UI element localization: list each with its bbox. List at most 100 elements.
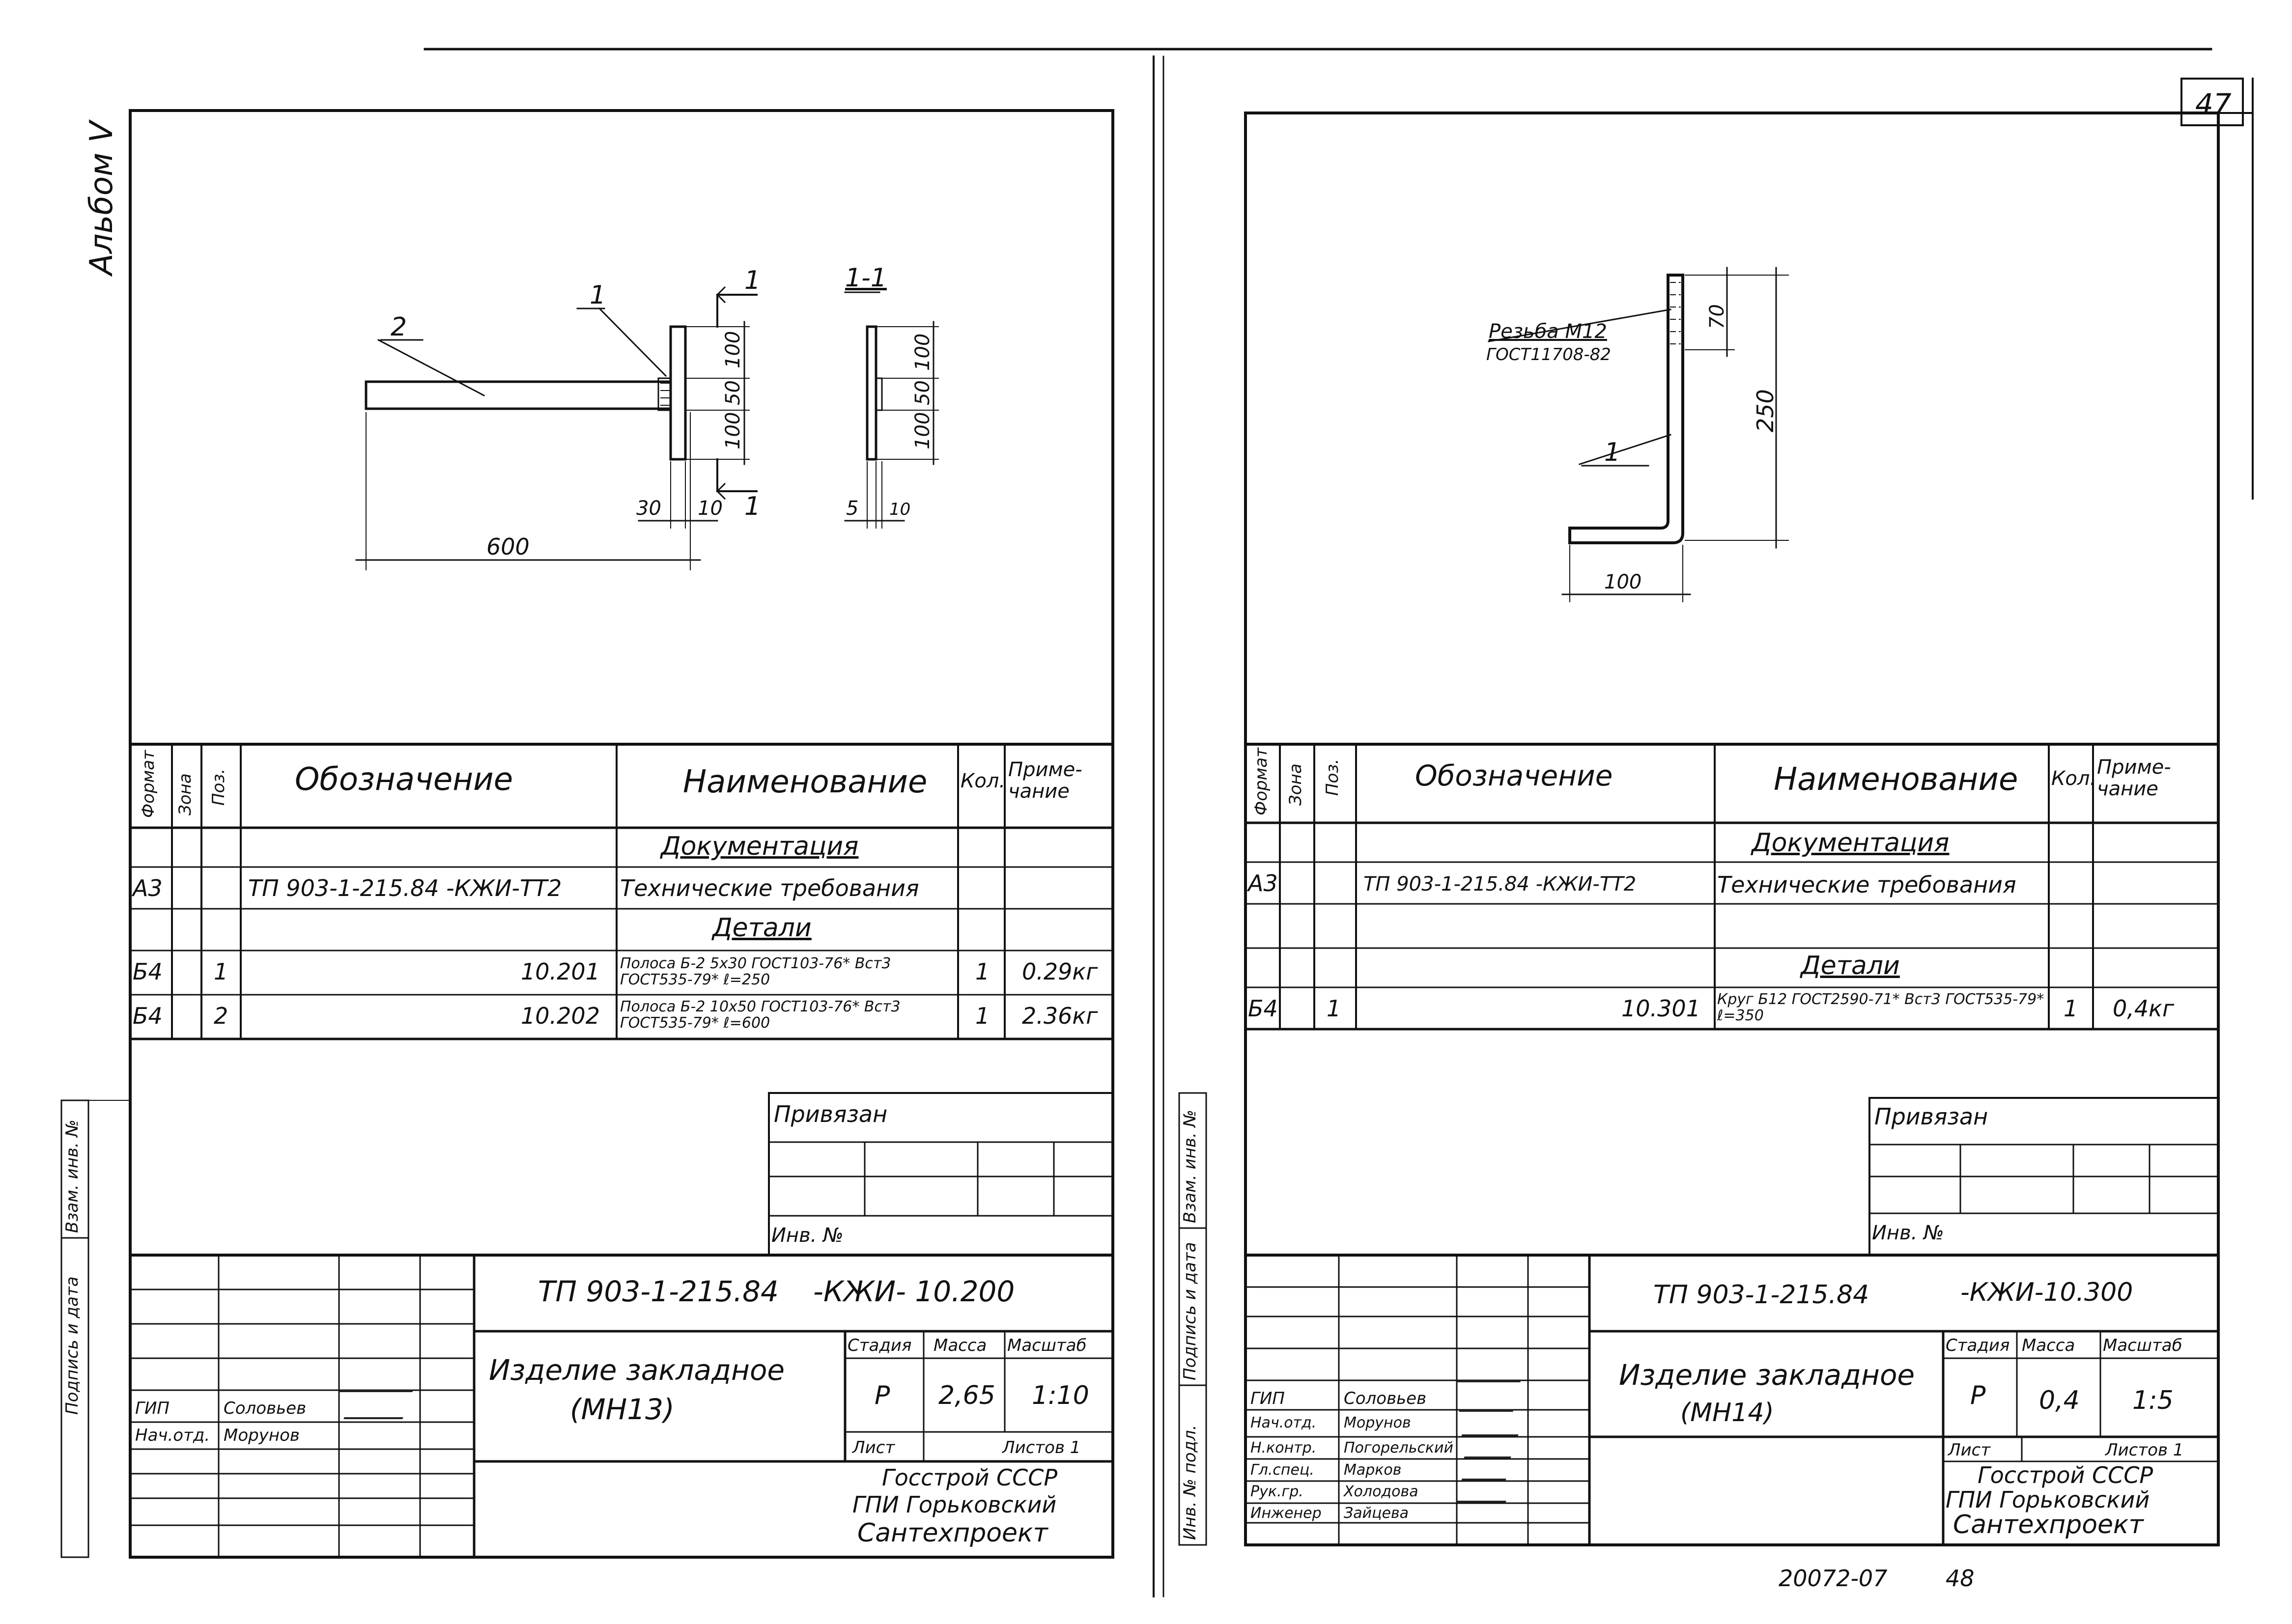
album-label: Альбом V bbox=[84, 121, 120, 275]
left-section-mark-top: 1 bbox=[744, 266, 761, 295]
signature-mark bbox=[1459, 1410, 1514, 1412]
left-row1-name: Документация bbox=[661, 832, 859, 861]
dim-100: 100 bbox=[1604, 571, 1642, 593]
col-format: Формат bbox=[139, 750, 158, 818]
col-name: Наименование bbox=[683, 764, 928, 800]
left-section-title: 1-1 bbox=[845, 263, 887, 293]
right-row1-name: Документация bbox=[1752, 828, 1950, 858]
left-row4-pos: 1 bbox=[214, 958, 228, 985]
r-col-qty: Кол. bbox=[2051, 767, 2096, 790]
page-number: 47 bbox=[2195, 87, 2232, 121]
signature-mark bbox=[343, 1417, 403, 1419]
col-zone: Зона bbox=[175, 773, 195, 815]
dim-thick2: 10 bbox=[698, 497, 723, 520]
right-stamp-replace: Взам. инв. № bbox=[1180, 1110, 1200, 1223]
bottom-code: 20072-07 bbox=[1779, 1565, 1888, 1592]
r-col-zone: Зона bbox=[1286, 763, 1305, 806]
r-col-format: Формат bbox=[1251, 748, 1271, 815]
signature-mark bbox=[1464, 1456, 1511, 1458]
r-col-name: Наименование bbox=[1774, 761, 2018, 798]
right-doc-suffix: -КЖИ-10.300 bbox=[1960, 1278, 2133, 1307]
left-row2-designation: ТП 903-1-215.84 -КЖИ-ТТ2 bbox=[248, 875, 562, 901]
right-row5-name: Круг Б12 ГОСТ2590-71* Вст3 ГОСТ535-79* ℓ… bbox=[1717, 991, 2044, 1024]
left-stamp-replace: Взам. инв. № bbox=[62, 1120, 82, 1233]
dim-s-top: 100 bbox=[911, 333, 934, 371]
signature-mark bbox=[1456, 1380, 1521, 1382]
dim-70: 70 bbox=[1706, 304, 1728, 329]
left-frame bbox=[129, 109, 1114, 1559]
right-row4-name: Детали bbox=[1801, 951, 1900, 980]
left-inv: Инв. № bbox=[771, 1224, 844, 1247]
left-row2-format: А3 bbox=[133, 875, 163, 901]
right-sheet-h: Лист bbox=[1948, 1440, 1991, 1460]
left-row4-format: Б4 bbox=[133, 958, 163, 985]
dim-s-mid: 50 bbox=[911, 380, 934, 405]
right-stage: Р bbox=[1970, 1381, 1986, 1410]
left-role-1: Нач.отд. bbox=[135, 1426, 210, 1445]
left-row3-name: Детали bbox=[712, 913, 812, 943]
left-row5-format: Б4 bbox=[133, 1003, 163, 1029]
right-frame bbox=[1244, 112, 2220, 1546]
left-sheets-h: Листов 1 bbox=[1002, 1438, 1081, 1457]
left-org1: Госстрой СССР bbox=[882, 1464, 1058, 1491]
left-org3: Сантехпроект bbox=[857, 1518, 1048, 1548]
right-row2-format: А3 bbox=[1248, 870, 1278, 896]
right-role-5: Инженер bbox=[1250, 1505, 1322, 1522]
left-scale-h: Масштаб bbox=[1007, 1336, 1087, 1355]
right-row5-designation: 10.301 bbox=[1621, 995, 1700, 1022]
right-role-4: Рук.гр. bbox=[1250, 1483, 1303, 1500]
dim-250: 250 bbox=[1752, 389, 1779, 432]
right-part1-label: 1 bbox=[1604, 438, 1621, 467]
left-doc-code: ТП 903-1-215.84 bbox=[538, 1275, 779, 1308]
left-doc-suffix: -КЖИ- 10.200 bbox=[813, 1275, 1015, 1308]
left-mass-h: Масса bbox=[934, 1336, 987, 1355]
r-col-pos: Поз. bbox=[1323, 758, 1342, 796]
right-stage-h: Стадия bbox=[1946, 1336, 2010, 1355]
left-part2-label: 2 bbox=[391, 312, 407, 342]
signature-mark bbox=[1461, 1479, 1506, 1481]
right-scale-h: Масштаб bbox=[2103, 1336, 2182, 1355]
right-mass-h: Масса bbox=[2022, 1336, 2075, 1355]
dim-bottom: 100 bbox=[722, 412, 744, 449]
left-row4-designation: 10.201 bbox=[521, 958, 600, 985]
right-item-name: Изделие закладное bbox=[1619, 1358, 1915, 1392]
left-role-0: ГИП bbox=[135, 1399, 170, 1418]
right-name-0: Соловьев bbox=[1344, 1389, 1427, 1408]
r-col-designation: Обозначение bbox=[1415, 759, 1613, 792]
right-item-mark: (МН14) bbox=[1680, 1398, 1774, 1428]
right-row2-designation: ТП 903-1-215.84 -КЖИ-ТТ2 bbox=[1363, 873, 1637, 896]
right-mass: 0,4 bbox=[2039, 1386, 2080, 1415]
dim-mid: 50 bbox=[722, 380, 744, 405]
left-name-1: Морунов bbox=[224, 1426, 300, 1445]
right-name-1: Морунов bbox=[1344, 1414, 1411, 1431]
right-org3: Сантехпроект bbox=[1953, 1510, 2144, 1540]
dim-s-t2: 10 bbox=[889, 500, 911, 519]
dim-s-t1: 5 bbox=[846, 497, 859, 520]
left-privyazan: Привязан bbox=[774, 1101, 888, 1127]
right-doc-code: ТП 903-1-215.84 bbox=[1653, 1280, 1869, 1310]
signature-mark bbox=[339, 1390, 413, 1392]
signature-mark bbox=[1456, 1501, 1506, 1503]
right-row5-pos: 1 bbox=[1327, 995, 1341, 1022]
right-inv: Инв. № bbox=[1872, 1222, 1944, 1244]
right-privyazan: Привязан bbox=[1874, 1103, 1988, 1130]
col-pos: Поз. bbox=[209, 768, 228, 806]
right-scale: 1:5 bbox=[2132, 1386, 2174, 1415]
right-role-3: Гл.спец. bbox=[1250, 1461, 1314, 1479]
left-section-mark-bottom: 1 bbox=[744, 492, 761, 521]
left-row5-name: Полоса Б-2 10х50 ГОСТ103-76* Вст3 ГОСТ53… bbox=[620, 998, 901, 1032]
dim-thick1: 30 bbox=[636, 497, 661, 520]
dim-s-bot: 100 bbox=[911, 412, 934, 449]
left-stamp-sign: Подпись и дата bbox=[62, 1276, 82, 1415]
left-row4-note: 0.29кг bbox=[1022, 958, 1098, 985]
left-row5-note: 2.36кг bbox=[1022, 1003, 1098, 1029]
left-item-mark: (МН13) bbox=[570, 1393, 675, 1426]
left-name-0: Соловьев bbox=[224, 1399, 307, 1418]
dim-top: 100 bbox=[722, 331, 744, 368]
r-col-note: Приме-чание bbox=[2097, 756, 2171, 800]
left-stage: Р bbox=[875, 1381, 890, 1410]
signature-mark bbox=[1461, 1434, 1519, 1436]
right-name-4: Холодова bbox=[1344, 1483, 1418, 1500]
